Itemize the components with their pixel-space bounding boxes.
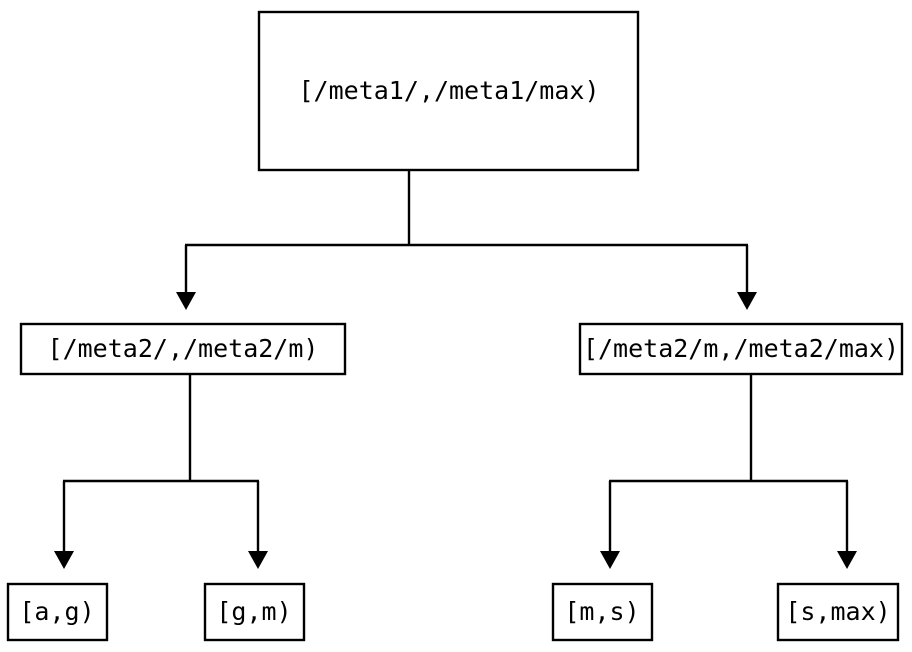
arrowhead-root-to-mid-right bbox=[737, 292, 757, 310]
arrowhead-mid-right-to-leaf-4 bbox=[837, 551, 857, 569]
node-leaf-3[interactable]: [m,s) bbox=[551, 582, 654, 642]
node-leaf-2[interactable]: [g,m) bbox=[203, 582, 306, 642]
node-leaf-1[interactable]: [a,g) bbox=[6, 582, 109, 642]
node-mid-right[interactable]: [/meta2/m,/meta2/max) bbox=[578, 322, 904, 376]
node-leaf-3-box bbox=[551, 582, 654, 642]
node-mid-right-box bbox=[578, 322, 904, 376]
arrowhead-mid-left-to-leaf-1 bbox=[54, 551, 74, 569]
node-leaf-1-label: [a,g) bbox=[19, 597, 94, 626]
arrowhead-mid-left-to-leaf-2 bbox=[248, 551, 268, 569]
node-leaf-4[interactable]: [s,max) bbox=[776, 582, 900, 642]
node-mid-right-label: [/meta2/m,/meta2/max) bbox=[583, 334, 899, 363]
node-leaf-4-box bbox=[776, 582, 900, 642]
edge-group-mid-right bbox=[600, 374, 857, 569]
node-root[interactable]: [/meta1/,/meta1/max) bbox=[257, 10, 640, 172]
node-root-label: [/meta1/,/meta1/max) bbox=[298, 76, 599, 105]
node-root-box bbox=[257, 10, 640, 172]
node-leaf-1-box bbox=[6, 582, 109, 642]
node-mid-left[interactable]: [/meta2/,/meta2/m) bbox=[19, 322, 347, 376]
arrowhead-mid-right-to-leaf-3 bbox=[600, 551, 620, 569]
node-mid-left-label: [/meta2/,/meta2/m) bbox=[48, 334, 319, 363]
edge-group-root bbox=[176, 170, 757, 310]
node-leaf-4-label: [s,max) bbox=[785, 597, 890, 626]
edge-group-mid-left bbox=[54, 374, 268, 569]
node-leaf-2-label: [g,m) bbox=[216, 597, 291, 626]
node-mid-left-box bbox=[19, 322, 347, 376]
node-leaf-3-label: [m,s) bbox=[564, 597, 639, 626]
node-leaf-2-box bbox=[203, 582, 306, 642]
arrowhead-root-to-mid-left bbox=[176, 292, 196, 310]
